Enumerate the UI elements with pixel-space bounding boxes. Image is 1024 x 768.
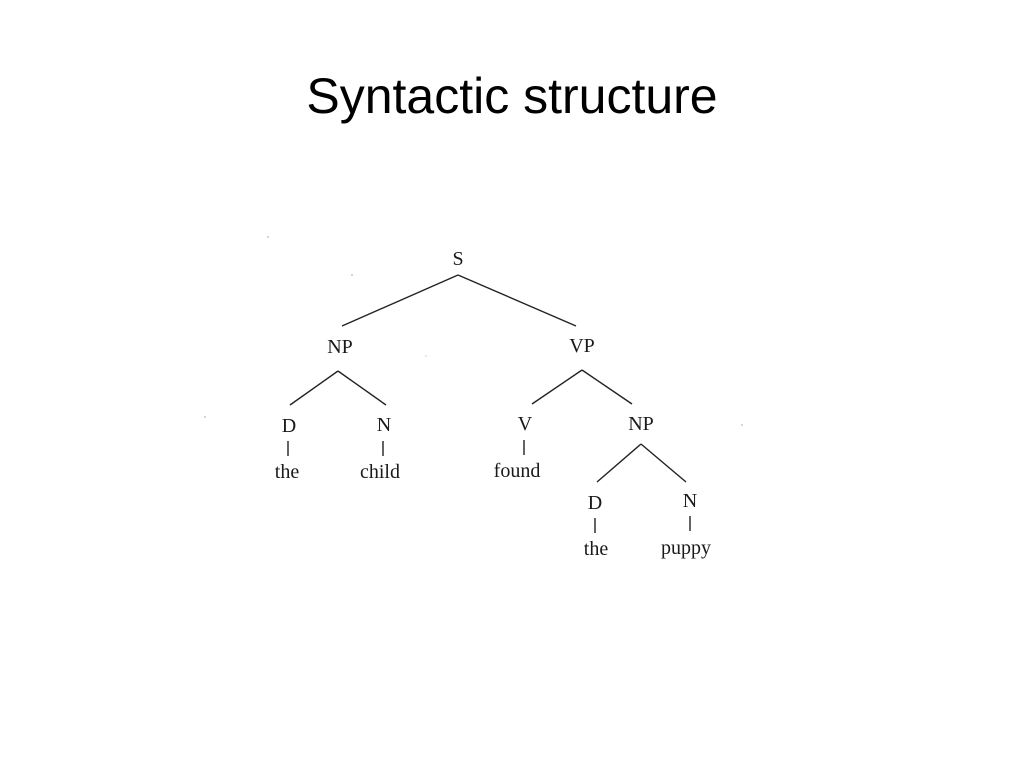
branch-np-object-n [640, 443, 687, 483]
word-the-object: the [584, 538, 609, 560]
word-found: found [494, 460, 541, 482]
branch-vp-v [531, 369, 583, 405]
branch-s-vp [457, 274, 577, 327]
scan-speck [741, 424, 743, 426]
branch-np-d [289, 370, 339, 406]
node-d-subject: D [282, 415, 296, 437]
word-puppy: puppy [661, 537, 711, 559]
branch-np-n [337, 370, 387, 406]
scan-speck [351, 274, 353, 276]
branch-vp-np [581, 369, 633, 405]
scan-speck [204, 416, 206, 418]
node-np-object: NP [628, 413, 654, 435]
node-np-subject: NP [327, 336, 353, 358]
node-n-subject: N [377, 414, 391, 436]
node-v: V [518, 413, 533, 435]
node-s: S [452, 248, 463, 270]
scan-speck [425, 355, 427, 357]
node-d-object: D [588, 492, 602, 514]
word-child: child [360, 461, 400, 483]
branch-np-object-d [596, 443, 642, 483]
branch-s-np [341, 274, 459, 327]
scan-speck [267, 236, 269, 238]
word-the: the [275, 461, 300, 483]
node-n-object: N [683, 490, 697, 512]
slide-title: Syntactic structure [306, 68, 718, 124]
node-vp: VP [569, 335, 595, 357]
